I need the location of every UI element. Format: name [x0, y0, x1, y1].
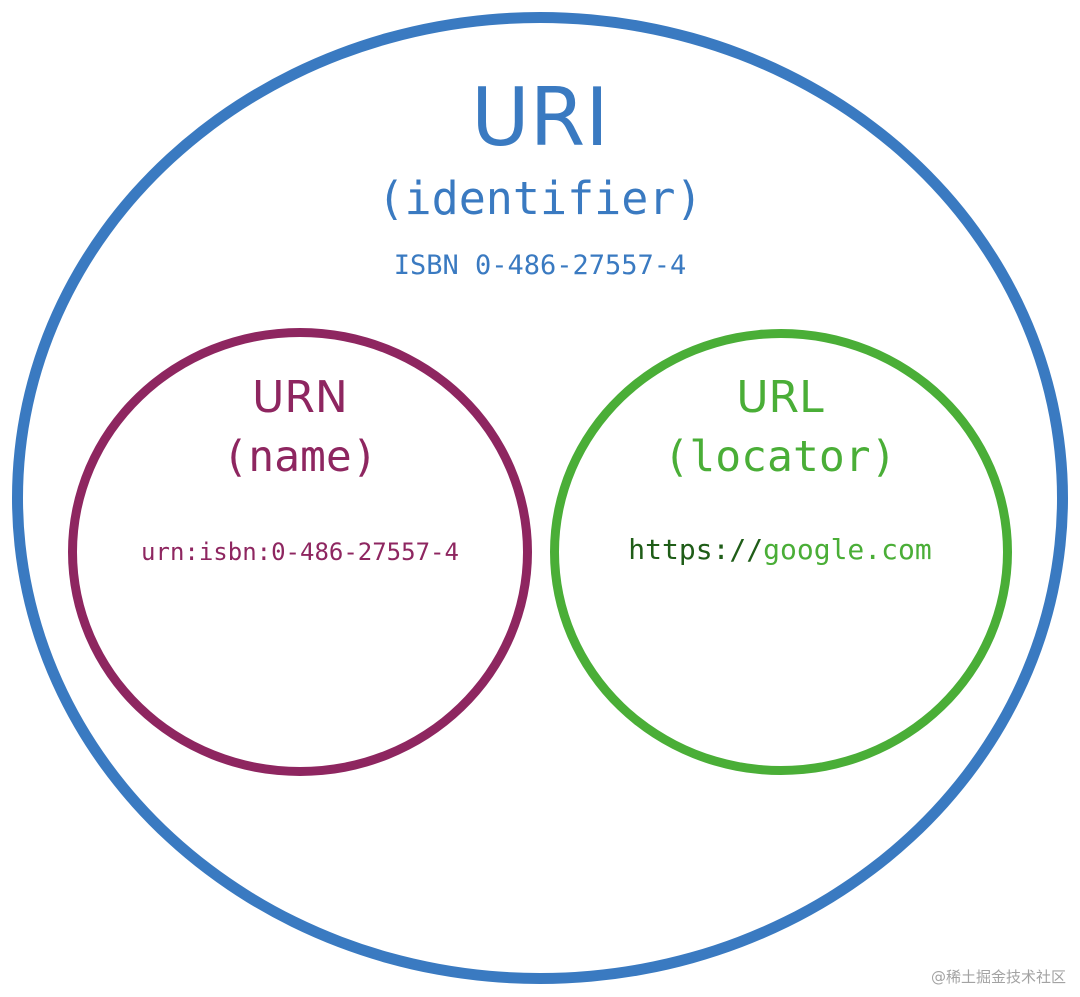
url-example: https://google.com	[580, 536, 980, 564]
urn-circle	[68, 328, 532, 776]
watermark-text: @稀土掘金技术社区	[930, 968, 1066, 986]
uri-title: URI	[471, 71, 609, 164]
uri-example: ISBN 0-486-27557-4	[393, 250, 687, 281]
url-example-scheme: https://	[628, 533, 764, 566]
url-circle	[550, 329, 1012, 775]
uri-subtitle: (identifier)	[377, 172, 703, 225]
urn-subtitle: (name)	[222, 432, 378, 482]
url-title: URL	[736, 372, 824, 423]
url-subtitle: (locator)	[663, 432, 897, 482]
urn-example: urn:isbn:0-486-27557-4	[141, 538, 459, 566]
urn-title: URN	[252, 372, 348, 423]
url-example-host: google.com	[763, 533, 932, 566]
uri-circle	[12, 12, 1068, 984]
